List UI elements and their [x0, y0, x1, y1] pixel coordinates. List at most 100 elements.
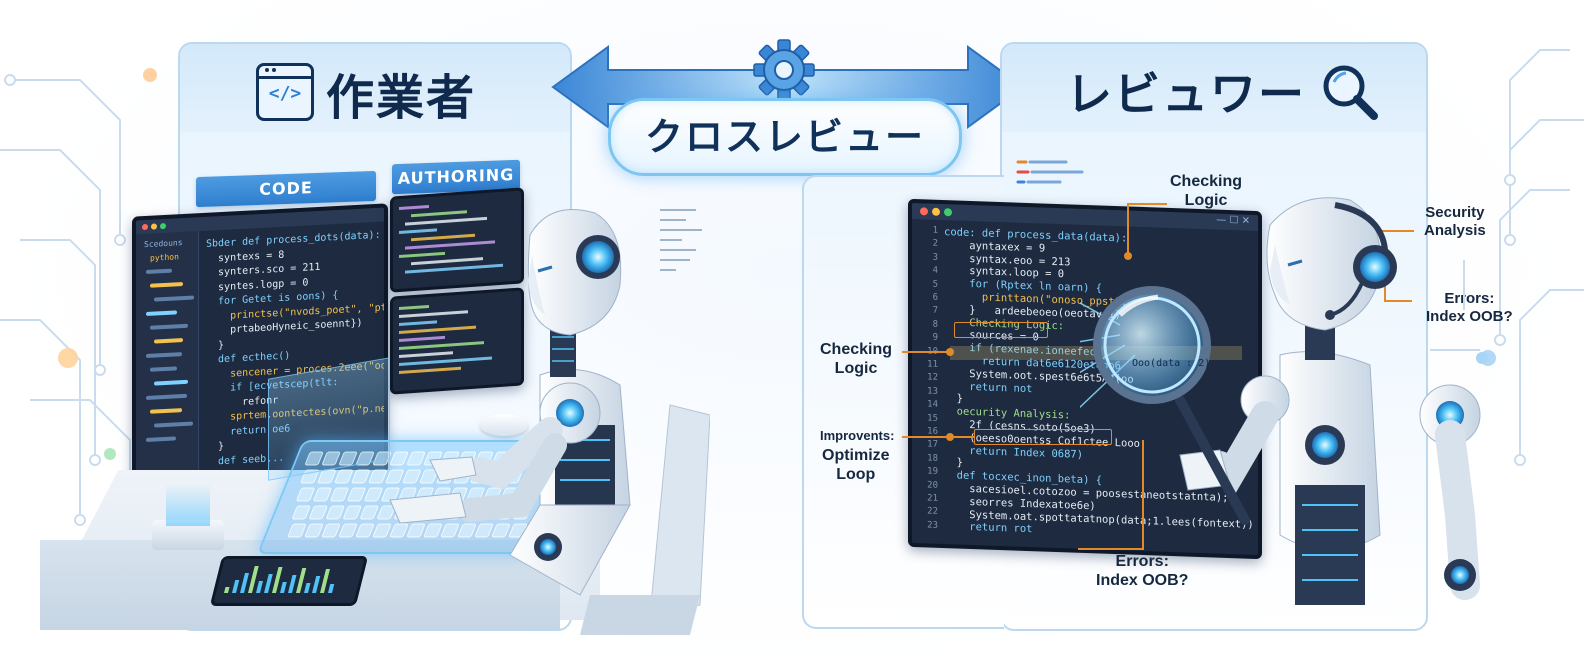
keyboard-key	[360, 505, 379, 520]
reviewer-robot	[1080, 197, 1481, 605]
line-number: 2	[932, 239, 938, 250]
keyboard-key	[296, 487, 315, 502]
code-generation-tag: CODE GENERATION	[196, 170, 376, 230]
phone-chart-bar	[328, 584, 335, 593]
holographic-panel	[268, 357, 390, 481]
sidebar-file-entry	[150, 323, 188, 330]
keyboard-key	[390, 451, 409, 466]
keyboard-key	[406, 523, 425, 538]
phone-chart-bar	[232, 580, 240, 593]
hologram-glow	[166, 484, 210, 526]
sidebar-file-entry	[154, 338, 183, 344]
gear-icon	[753, 39, 815, 101]
keyboard-key	[355, 523, 374, 538]
line-number: 4	[932, 265, 938, 277]
keyboard-key	[419, 469, 438, 484]
magnifier-zoom-text: Ooo(data : 2)	[1132, 358, 1211, 369]
callout-errors-bottom: Errors: Index OOB?	[1096, 553, 1189, 590]
keyboard-key	[330, 487, 349, 502]
callout-dot	[946, 433, 954, 441]
keyboard-key	[402, 469, 421, 484]
keyboard-key	[385, 469, 404, 484]
keyboard-key	[321, 523, 340, 538]
keyboard-key	[457, 523, 476, 538]
line-number: 15	[927, 413, 938, 424]
code-snippet-decoration	[1016, 160, 1084, 184]
code-line: return rot	[944, 520, 1033, 536]
callout-optimize-loop: Optimize Loop	[822, 447, 890, 484]
line-number: 3	[932, 252, 938, 263]
line-number: 19	[927, 466, 938, 478]
sidebar-file-entry	[146, 310, 177, 316]
callout-line	[902, 351, 952, 353]
keyboard-key	[334, 469, 353, 484]
line-number: 20	[927, 480, 938, 491]
keyboard-key	[287, 523, 306, 538]
line-number: 1	[932, 225, 938, 236]
keyboard-key	[339, 451, 358, 466]
magnifier-icon	[1323, 65, 1378, 120]
floating-code-strips	[660, 209, 702, 271]
phone-chart-bar	[312, 576, 321, 593]
line-number: 12	[927, 372, 938, 384]
line-number: 13	[927, 386, 938, 397]
callout-line	[1078, 548, 1144, 550]
callout-improvements: Improvents:	[820, 428, 895, 443]
keyboard-key	[440, 523, 459, 538]
circuit-decoration-right	[1480, 49, 1584, 466]
keyboard-key	[317, 469, 336, 484]
keyboard-key	[368, 469, 387, 484]
phone-chart-bar	[248, 566, 259, 593]
sidebar-file-entry	[146, 393, 187, 400]
line-number: 11	[927, 359, 938, 370]
line-number: 17	[927, 439, 938, 451]
keyboard-key	[364, 487, 383, 502]
highlight-optimize-loop	[974, 429, 1112, 445]
keyboard-key	[304, 523, 323, 538]
file-sidebar: Scedouns python	[136, 231, 199, 483]
keyboard-key	[373, 451, 392, 466]
phone-chart-bar	[280, 582, 287, 593]
code-line: }	[206, 440, 225, 453]
line-number: 14	[927, 399, 938, 411]
reviewer-title: レビュワー	[1066, 67, 1306, 121]
phone-chart-bar	[304, 583, 311, 593]
keyboard-key	[474, 523, 493, 538]
mouse	[480, 414, 528, 436]
author-robot	[389, 209, 710, 635]
author-panel-header	[180, 44, 570, 132]
keyboard-key	[338, 523, 357, 538]
reviewer-decoration	[1430, 260, 1488, 364]
keyboard-key	[309, 505, 328, 520]
sidebar-file-entry	[154, 421, 193, 428]
keyboard-key	[313, 487, 332, 502]
sidebar-item: python	[150, 252, 179, 263]
keyboard-key	[343, 505, 362, 520]
sidebar-file-entry	[146, 352, 182, 358]
code-window-icon: </>	[256, 63, 314, 121]
callout-line	[902, 436, 974, 438]
author-title: 作業者	[326, 70, 477, 126]
phone-chart-bar	[272, 567, 283, 593]
code-line: }	[206, 339, 225, 352]
line-number: 23	[927, 520, 938, 531]
line-number: 18	[927, 453, 938, 464]
sidebar-item: Scedouns	[144, 238, 183, 250]
keyboard-key	[347, 487, 366, 502]
callout-line	[1127, 205, 1129, 255]
callout-checking-logic-top: Checking Logic	[1170, 173, 1243, 210]
keyboard-key	[377, 505, 396, 520]
line-number: 21	[927, 493, 938, 504]
keyboard-key	[381, 487, 400, 502]
phone-chart-bar	[288, 575, 297, 593]
code-line: }	[944, 456, 963, 470]
code-line: Sbder def process_dots(data):	[206, 229, 381, 250]
phone-chart-bar	[224, 587, 230, 593]
phone-chart-bar	[296, 568, 307, 593]
callout-line	[1142, 440, 1144, 550]
line-number: 22	[927, 506, 938, 518]
keyboard-key	[305, 451, 324, 466]
keyboard-key	[372, 523, 391, 538]
phone-device	[209, 556, 369, 606]
